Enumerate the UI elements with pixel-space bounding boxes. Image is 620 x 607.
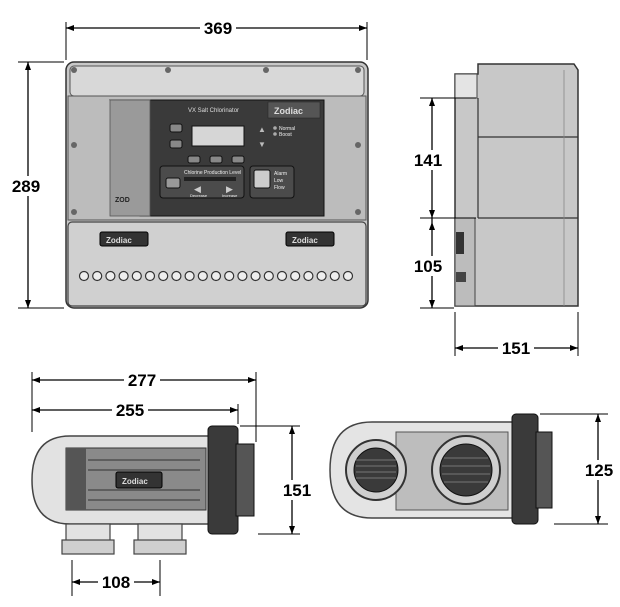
screw (263, 67, 269, 73)
cell-dimensions: 277 255 151 108 (31, 371, 316, 596)
led-icon (273, 126, 277, 130)
front-top-lid (69, 65, 365, 97)
side-grille (456, 272, 466, 282)
status-label-alarm: Alarm (274, 171, 287, 177)
screw (355, 142, 361, 148)
dim-cell-length: 255 (116, 401, 144, 420)
production-block (159, 165, 245, 199)
cell-end-cap (207, 425, 239, 535)
vent-hole (290, 270, 301, 282)
cell-bottom-end-cap (511, 413, 539, 525)
vent-hole (263, 270, 274, 282)
cell-end-nut (235, 443, 255, 517)
badge-right-text: Zodiac (292, 236, 318, 245)
dim-cell-height: 151 (283, 481, 311, 500)
dim-cell-total: 277 (128, 371, 156, 390)
status-label-low: Low (274, 178, 284, 184)
cell-bottom-view (329, 413, 553, 525)
panel-button[interactable] (187, 155, 201, 164)
screw (165, 67, 171, 73)
vent-hole (92, 270, 103, 282)
badge-left-text: Zodiac (106, 236, 132, 245)
vent-hole (237, 270, 248, 282)
reset-button[interactable] (253, 169, 271, 189)
dim-side-upper: 141 (414, 151, 442, 170)
led-label-normal: Normal (279, 126, 295, 132)
vent-hole (105, 270, 116, 282)
dim-cell-port-spacing: 108 (102, 573, 130, 592)
up-arrow-icon[interactable]: ▲ (258, 125, 266, 134)
cell-port-left-thread (61, 539, 115, 555)
corner-logo: ZOD (115, 197, 130, 204)
side-view (454, 63, 579, 307)
side-dimensions: 141 105 151 (408, 97, 579, 358)
boost-button[interactable] (165, 177, 181, 189)
panel-button[interactable] (231, 155, 245, 164)
vent-hole (171, 270, 182, 282)
screw (355, 209, 361, 215)
cell-badge-text: Zodiac (122, 477, 148, 486)
increase-label: Increase (222, 193, 238, 198)
front-view: ZOD VX Salt Chlorinator Zodiac ▲ ▼ Norma… (65, 61, 369, 309)
side-badge (456, 232, 464, 254)
side-lower-step (454, 217, 476, 307)
panel-brand: Zodiac (274, 106, 303, 116)
vent-hole (78, 270, 90, 282)
vent-row (78, 270, 354, 282)
vent-hole (329, 270, 340, 282)
dim-side-depth: 151 (502, 339, 530, 358)
vent-hole (303, 270, 314, 282)
dim-front-height: 289 (12, 177, 40, 196)
screw (71, 209, 77, 215)
vent-hole (316, 270, 327, 282)
badge-left (99, 231, 149, 247)
panel-button[interactable] (209, 155, 223, 164)
vent-hole (210, 270, 222, 282)
front-dimensions: 369 289 (6, 19, 368, 309)
vent-hole (276, 270, 288, 282)
vent-hole (118, 270, 129, 282)
lcd-display (191, 125, 245, 147)
vent-hole (224, 270, 235, 282)
decrease-arrow-icon[interactable]: ◀ (194, 184, 201, 194)
vent-hole (158, 270, 169, 282)
cell-bottom-dimensions: 125 (540, 413, 618, 525)
brand-plate (267, 101, 321, 119)
production-bar (184, 177, 236, 181)
decrease-label: Decrease (190, 193, 208, 198)
vent-hole (184, 270, 195, 282)
cell-bottom-port-right-grille (439, 443, 493, 497)
dim-front-width: 369 (204, 19, 232, 38)
cell-bottom-port-left-grille (353, 447, 399, 493)
panel-button[interactable] (169, 123, 183, 133)
electrode-cap (66, 448, 86, 510)
screw (71, 142, 77, 148)
status-label-flow: Flow (274, 185, 285, 191)
dim-cell-end-height: 125 (585, 461, 613, 480)
vent-hole (250, 270, 261, 282)
side-label-area (109, 99, 151, 217)
cell-bottom-end-nut (535, 431, 553, 509)
cell-port-right-thread (133, 539, 187, 555)
vent-hole (144, 270, 156, 282)
led-icon (273, 132, 277, 136)
badge-right (285, 231, 335, 247)
led-label-boost: Boost (279, 132, 292, 138)
vent-hole (342, 270, 354, 282)
screw (355, 67, 361, 73)
panel-title: VX Salt Chlorinator (188, 108, 239, 114)
vent-hole (131, 270, 142, 282)
side-top-step (454, 73, 478, 99)
cell-badge (115, 471, 163, 489)
down-arrow-icon[interactable]: ▼ (258, 140, 266, 149)
vent-hole (197, 270, 208, 282)
increase-arrow-icon[interactable]: ▶ (226, 184, 233, 194)
dim-side-lower: 105 (414, 257, 442, 276)
production-title: Chlorine Production Level (184, 170, 241, 176)
cell-side-view: Zodiac (31, 425, 255, 555)
screw (71, 67, 77, 73)
panel-button[interactable] (169, 139, 183, 149)
